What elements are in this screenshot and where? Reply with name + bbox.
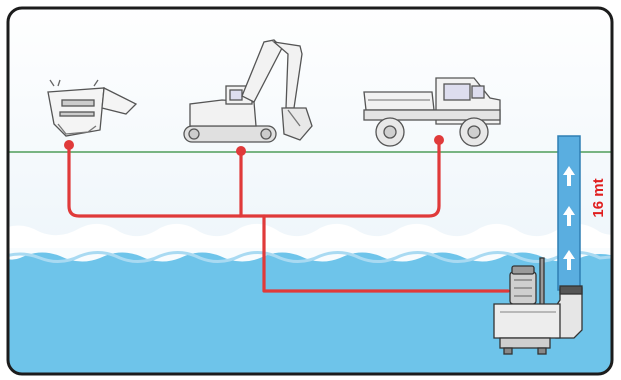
up-arrow-icon bbox=[563, 166, 575, 186]
water-foam bbox=[8, 223, 612, 262]
up-arrow-icon bbox=[563, 206, 575, 226]
loader-bucket-icon bbox=[47, 79, 138, 137]
hose-truck-branch bbox=[238, 138, 441, 218]
hose-outlet-excavator bbox=[236, 146, 246, 156]
excavator-icon bbox=[183, 39, 313, 143]
submersible-pump-icon bbox=[493, 257, 583, 355]
foam-edge bbox=[8, 251, 612, 263]
hose-network bbox=[67, 138, 510, 293]
hose-outlet-loader bbox=[64, 140, 74, 150]
riser-column bbox=[557, 135, 581, 291]
hose-main-line bbox=[262, 214, 510, 293]
diagram-frame bbox=[6, 6, 614, 376]
up-arrow-icon bbox=[563, 250, 575, 270]
hose-loader-branch bbox=[67, 143, 242, 218]
depth-label: 16 mt bbox=[590, 178, 607, 217]
truck-icon bbox=[363, 77, 501, 147]
hose-outlet-truck bbox=[434, 135, 444, 145]
